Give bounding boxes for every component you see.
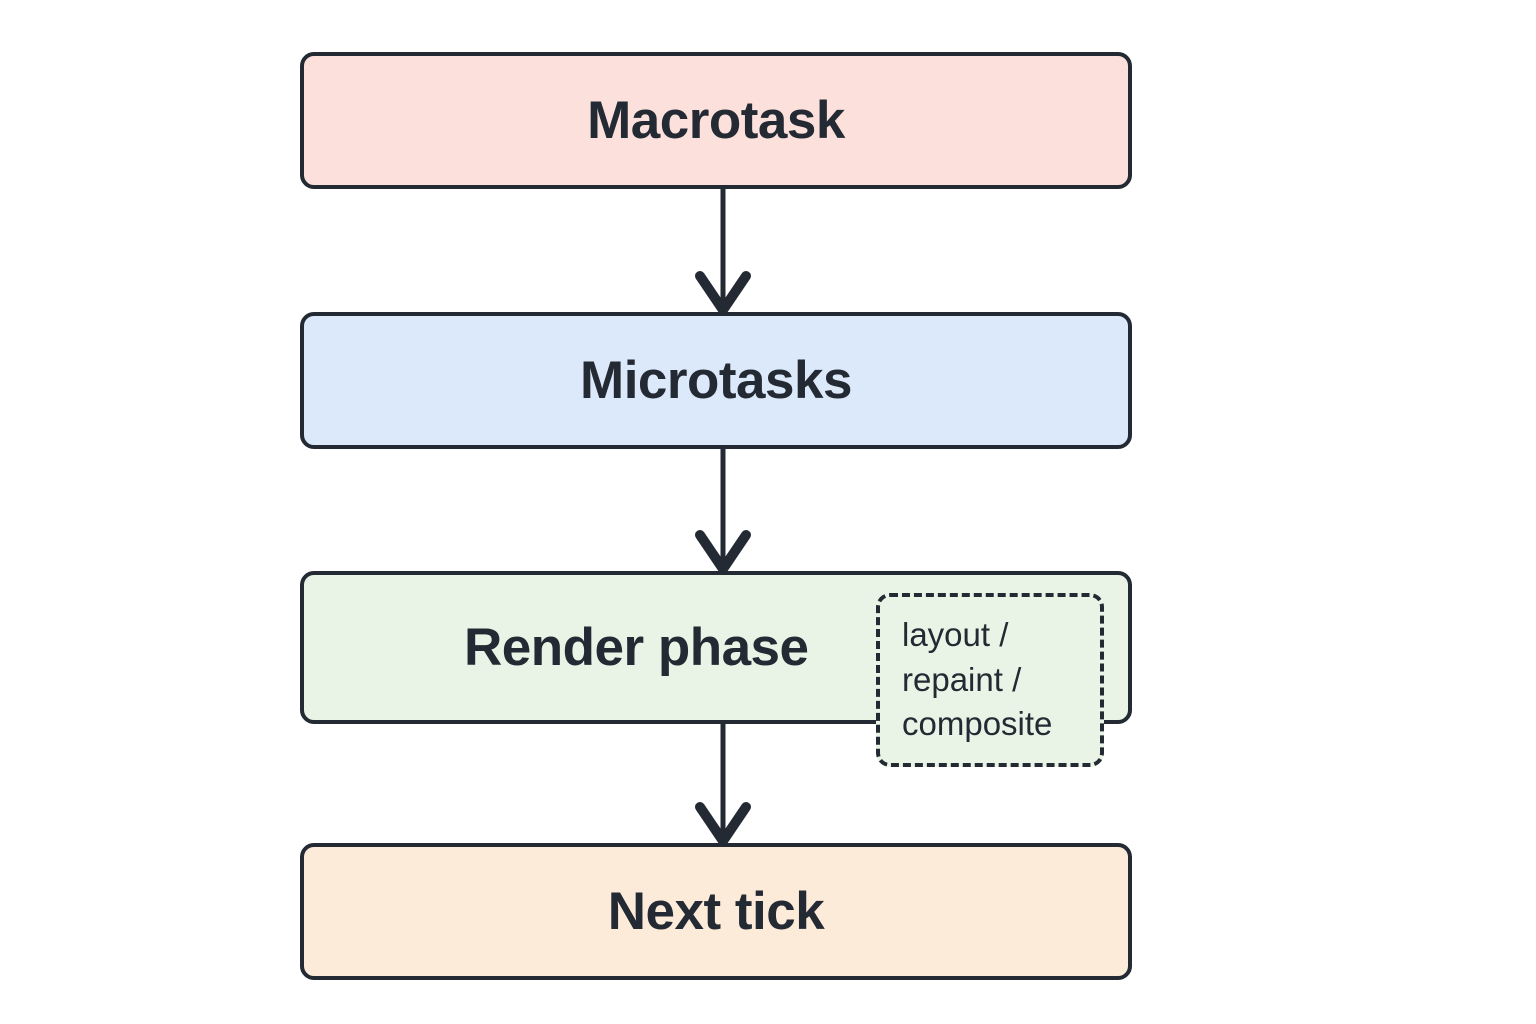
node-microtasks-label: Microtasks [580, 351, 852, 410]
arrowhead-macrotask-to-microtasks [695, 271, 751, 315]
node-macrotask-label: Macrotask [587, 91, 845, 150]
node-next-tick[interactable]: Next tick [300, 843, 1132, 980]
annotation-line-1: layout / [902, 616, 1009, 654]
annotation-render-detail[interactable]: layout / repaint / composite [876, 593, 1104, 767]
node-microtasks[interactable]: Microtasks [300, 312, 1132, 449]
arrowhead-microtasks-to-render [695, 530, 751, 574]
arrowhead-render-to-nexttick [695, 802, 751, 846]
node-macrotask[interactable]: Macrotask [300, 52, 1132, 189]
annotation-line-2: repaint / [902, 660, 1022, 698]
annotation-line-3: composite [902, 705, 1053, 743]
node-render-phase-label: Render phase [464, 618, 809, 677]
node-next-tick-label: Next tick [607, 882, 825, 941]
